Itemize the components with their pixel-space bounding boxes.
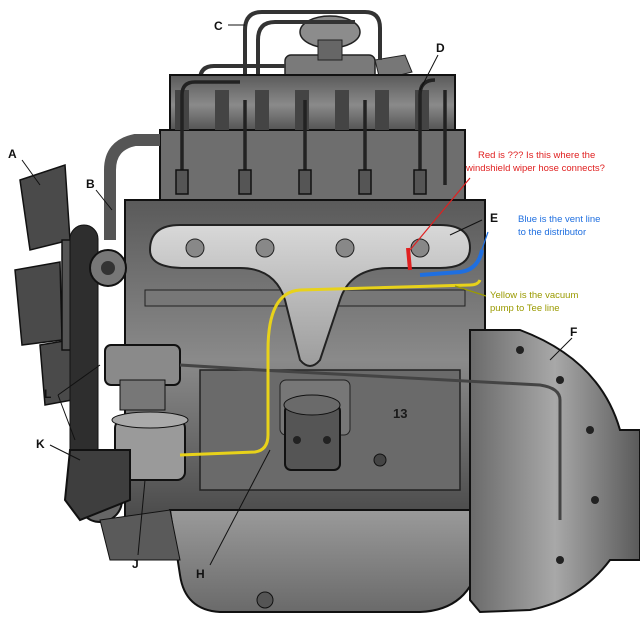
callout-f: F — [570, 325, 577, 339]
exhaust-manifold — [148, 224, 472, 367]
red-leader — [409, 177, 471, 251]
callout-a: A — [8, 147, 17, 161]
callout-k: K — [36, 437, 45, 451]
manifold-port-4 — [410, 238, 430, 258]
distributor — [283, 394, 341, 471]
callout-e: E — [490, 211, 498, 225]
fuel-line — [179, 363, 562, 520]
water-outlet-hose — [104, 134, 160, 240]
red-hose-line — [406, 247, 412, 271]
callout-l: L — [44, 387, 51, 401]
manifold-port-1 — [185, 238, 205, 258]
engine-block-mark: 13 — [393, 406, 407, 421]
yellow-note-line1: Yellow is the vacuum — [490, 290, 578, 301]
blue-note-line2: to the distributor — [518, 227, 586, 238]
red-note-line1: Red is ??? Is this where the — [478, 150, 595, 161]
yellow-vacuum-line — [179, 279, 482, 457]
spark-plugs — [175, 169, 427, 195]
blue-leader — [479, 231, 489, 256]
callout-c: C — [214, 19, 223, 33]
callout-h: H — [196, 567, 205, 581]
fuel-pump — [104, 344, 189, 481]
callout-j: J — [132, 557, 139, 571]
callout-leaders — [21, 24, 573, 566]
yellow-note-line2: pump to Tee line — [490, 303, 560, 314]
manifold-port-2 — [255, 238, 275, 258]
drain-plug — [256, 591, 274, 609]
oil-pan — [168, 509, 481, 613]
callout-d: D — [436, 41, 445, 55]
red-note-line2: windshield wiper hose connects? — [465, 163, 605, 174]
manifold-port-3 — [335, 238, 355, 258]
blue-note-line1: Blue is the vent line — [518, 214, 600, 225]
yellow-leader — [454, 285, 487, 297]
engine-mount — [63, 449, 131, 522]
callout-b: B — [86, 177, 95, 191]
